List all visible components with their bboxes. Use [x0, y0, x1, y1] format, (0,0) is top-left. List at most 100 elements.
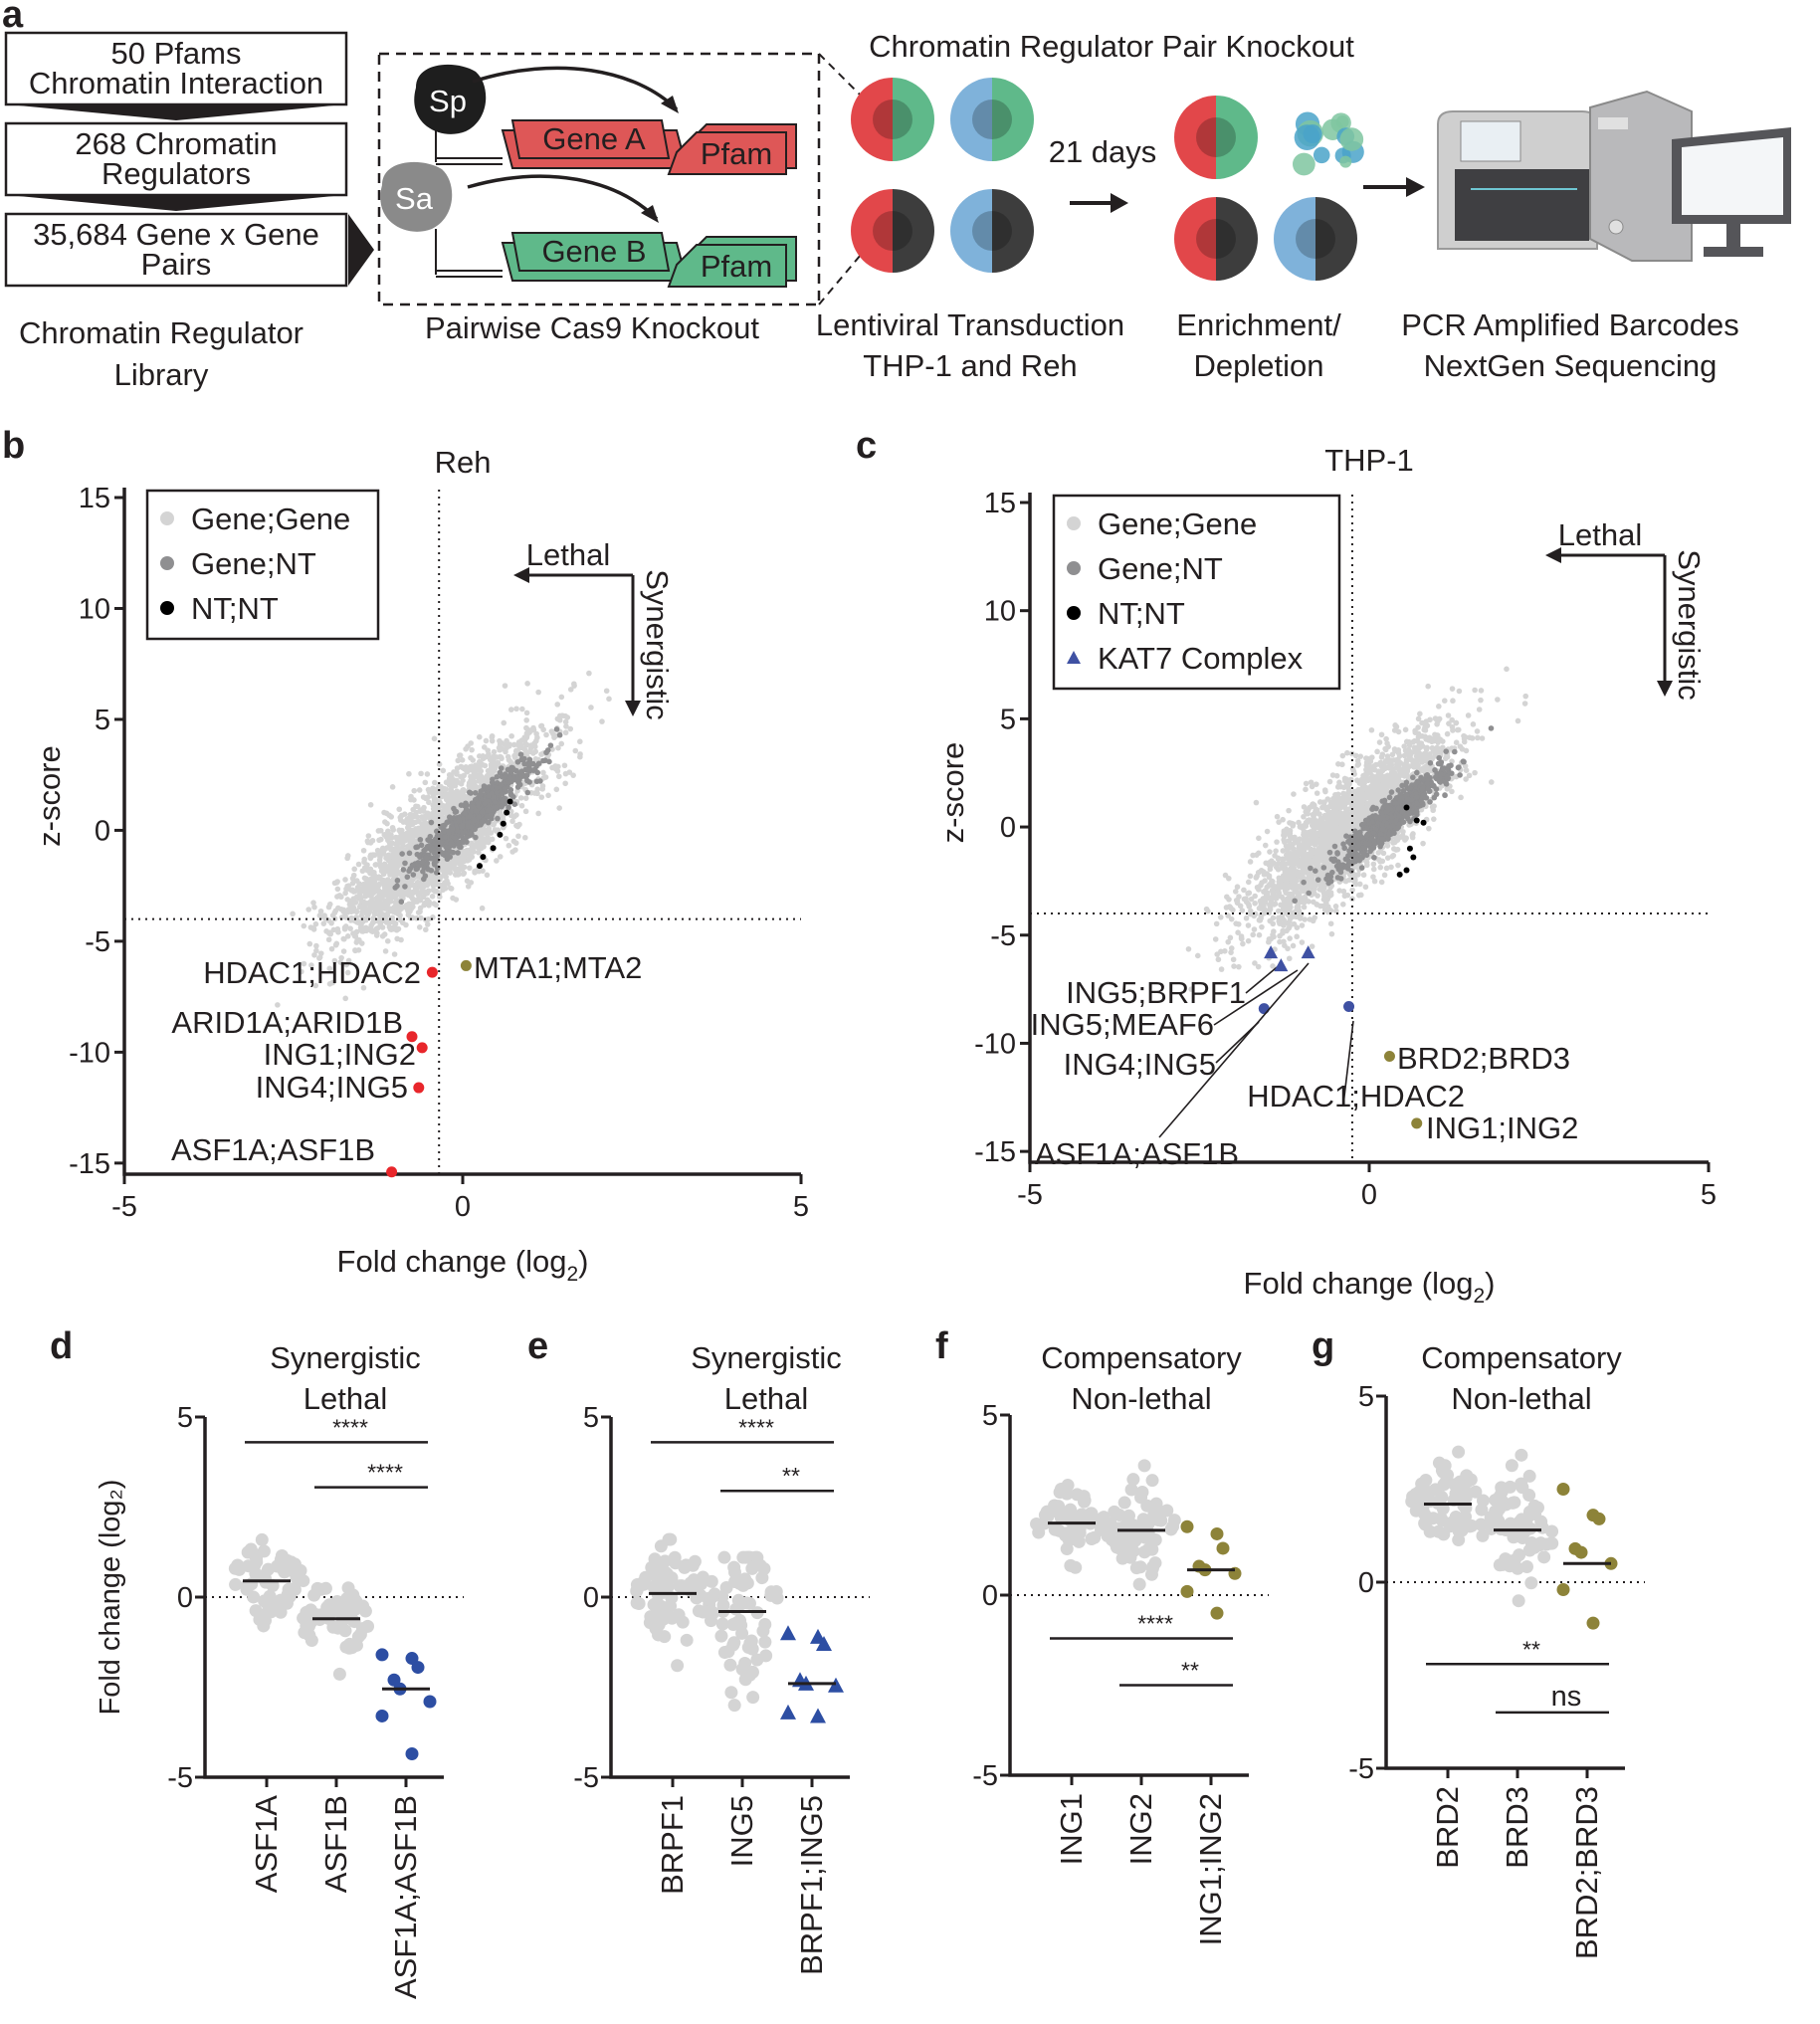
- dying-cell-fragment: [1294, 124, 1320, 151]
- transduction-caption-line: THP-1 and Reh: [863, 348, 1077, 383]
- cell-left: [950, 189, 992, 273]
- dying-cell-fragment: [1313, 146, 1330, 164]
- gene-nt-point: [442, 834, 448, 840]
- cell-nucleus: [972, 211, 1012, 251]
- gene-nt-point: [458, 802, 465, 808]
- cell-right: [992, 189, 1034, 273]
- gene-gene-point: [466, 850, 472, 857]
- gene-gene-point: [381, 809, 387, 816]
- gene-gene-point: [312, 982, 319, 989]
- gene-gene-point: [340, 909, 347, 915]
- highlight-point: [460, 959, 472, 971]
- cell-right: [1216, 197, 1258, 281]
- gene-gene-point: [407, 834, 414, 840]
- gene-gene-point: [1441, 698, 1448, 704]
- gene-nt-point: [540, 757, 546, 764]
- time-arrowhead: [1111, 193, 1128, 213]
- gene-gene-point: [429, 894, 436, 900]
- gene-gene-point: [535, 689, 541, 696]
- gene-gene-point: [503, 748, 508, 755]
- gene-gene-point: [374, 924, 381, 931]
- point-annotation: ING4;ING5: [256, 1070, 408, 1105]
- gene-gene-point: [1449, 788, 1455, 795]
- gene-gene-point: [406, 770, 412, 777]
- gene-gene-point: [310, 900, 316, 906]
- gene-gene-point: [342, 923, 349, 929]
- y-tick-label: 0: [95, 815, 110, 847]
- gene-gene-point: [371, 873, 378, 879]
- gene-gene-point: [480, 755, 487, 762]
- gene-gene-point: [420, 794, 427, 800]
- gene-nt-point: [494, 773, 501, 780]
- enrichment-caption-line: Enrichment/: [1176, 307, 1341, 342]
- gene-gene-point: [1383, 865, 1390, 872]
- gene-gene-point: [567, 725, 574, 732]
- synergistic-label: Synergistic: [640, 569, 675, 720]
- nt-nt-point: [504, 809, 510, 816]
- gene-gene-point: [483, 737, 490, 744]
- transduction-caption-line: Lentiviral Transduction: [816, 307, 1124, 342]
- gene-gene-point: [510, 838, 517, 845]
- gene-gene-point: [497, 746, 503, 753]
- gene-gene-point: [417, 808, 423, 815]
- gene-gene-point: [1185, 945, 1192, 952]
- gene-nt-point: [494, 785, 501, 791]
- pfam-block-front: [667, 244, 787, 288]
- seq-arrowhead: [1406, 177, 1425, 197]
- gene-nt-point: [537, 778, 543, 784]
- gene-nt-point: [450, 849, 457, 856]
- cell-left: [1174, 197, 1216, 281]
- gene-gene-point: [567, 687, 574, 693]
- gene-nt-point: [404, 874, 411, 881]
- gene-gene-point: [472, 870, 478, 876]
- days-label: 21 days: [1049, 134, 1157, 169]
- cell-left: [1274, 197, 1315, 281]
- gene-gene-point: [518, 737, 525, 743]
- gene-gene-point: [1273, 848, 1279, 854]
- library-step-text-line: Pairs: [141, 247, 212, 282]
- gene-nt-point: [394, 883, 400, 890]
- gene-gene-point: [468, 773, 474, 780]
- gene-nt-point: [417, 836, 424, 843]
- gene-gene-point: [430, 810, 437, 816]
- gene-gene-point: [350, 872, 357, 879]
- gene-gene-point: [562, 780, 568, 787]
- gene-gene-point: [577, 751, 583, 757]
- gene-gene-point: [398, 812, 405, 819]
- gene-gene-point: [411, 787, 418, 794]
- gene-gene-point: [432, 779, 438, 786]
- gene-gene-point: [360, 847, 367, 854]
- gene-gene-point: [306, 940, 313, 947]
- gene-gene-point: [375, 894, 381, 901]
- gene-gene-point: [465, 743, 471, 749]
- gene-gene-point: [342, 890, 348, 897]
- gene-nt-point: [423, 854, 429, 861]
- gene-nt-point: [467, 813, 474, 820]
- gene-gene-point: [1383, 735, 1389, 742]
- monitor-base: [1704, 247, 1763, 257]
- gene-gene-point: [405, 908, 411, 914]
- gene-gene-point: [1409, 834, 1416, 841]
- gene-gene-point: [376, 837, 382, 844]
- gene-gene-point: [399, 845, 405, 852]
- gene-gene-point: [1247, 908, 1254, 914]
- gene-gene-point: [1302, 916, 1308, 922]
- nt-nt-point: [480, 854, 487, 861]
- gene-gene-point: [426, 799, 432, 806]
- library-step-text-line: 50 Pfams: [111, 36, 242, 71]
- point-annotation: HDAC1;HDAC2: [203, 955, 421, 990]
- gene-nt-point: [468, 790, 474, 796]
- gene-nt-point: [482, 800, 488, 807]
- gene-gene-point: [517, 742, 524, 748]
- gene-gene-point: [539, 786, 545, 792]
- cell-right: [893, 189, 934, 273]
- gene-nt-point: [499, 765, 505, 771]
- gene-nt-point: [448, 840, 455, 847]
- gene-gene-point: [383, 906, 390, 911]
- gene-gene-point: [368, 922, 374, 928]
- gene-gene-point: [503, 835, 509, 842]
- gene-gene-point: [1456, 688, 1463, 695]
- gene-gene-point: [348, 887, 354, 894]
- gene-gene-point: [1194, 952, 1201, 959]
- panel-label: b: [2, 425, 25, 467]
